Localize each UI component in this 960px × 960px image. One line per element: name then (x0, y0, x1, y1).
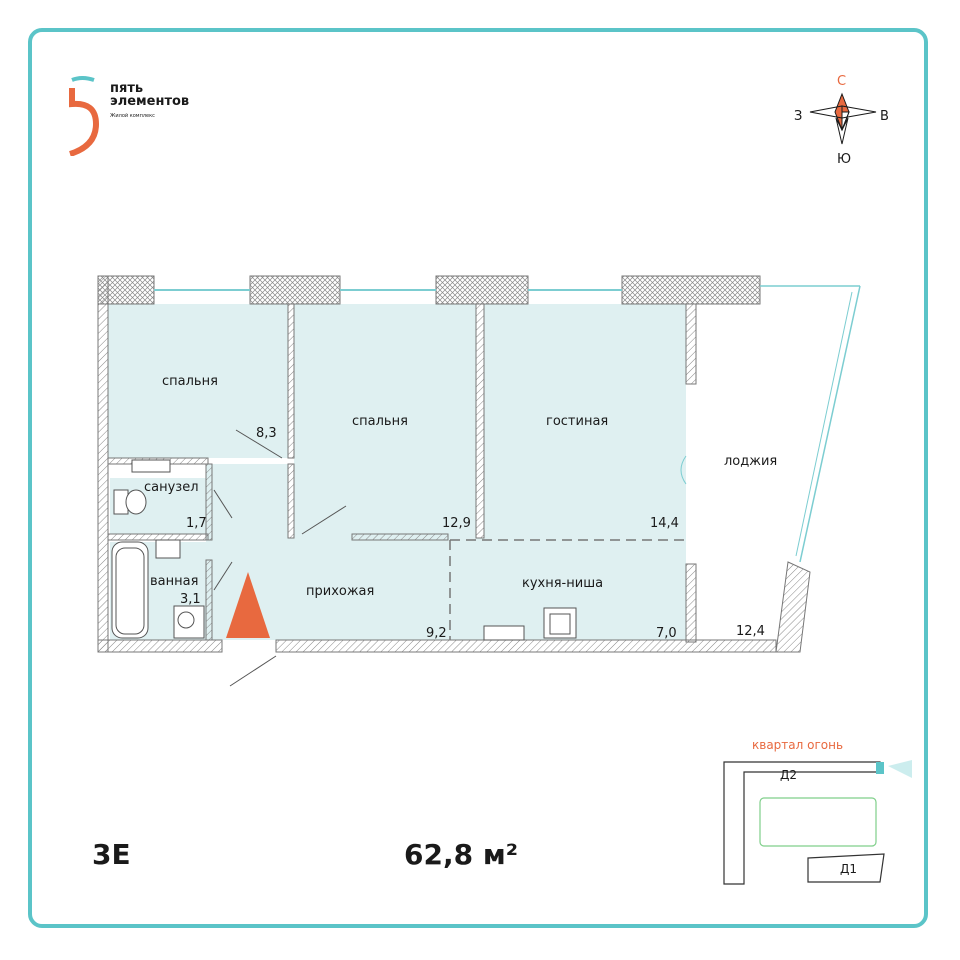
hallway-kitchen-area (206, 464, 686, 640)
brand-name-line1: пять (110, 81, 144, 96)
keyplan-diagram (723, 760, 912, 885)
room-area-loggia: 12,4 (736, 624, 765, 639)
room-area-bath: 3,1 (180, 592, 201, 607)
room-area-wc: 1,7 (186, 516, 207, 531)
room-name-living: гостиная (546, 414, 609, 429)
toilet-icon (125, 489, 147, 515)
brand-name-line2: элементов (110, 94, 190, 109)
room-name-bath: ванная (150, 574, 199, 589)
room-area-hallway: 9,2 (426, 626, 447, 641)
compass-west: З (794, 109, 803, 124)
brand-name: пять элементов Жилой комплекс (110, 82, 189, 123)
bedroom-2-area (294, 304, 476, 538)
entrance-triangle-icon (226, 572, 270, 638)
five-elements-logo-icon (69, 76, 100, 157)
room-name-bedroom-1: спальня (162, 374, 218, 389)
living-room-area (484, 304, 686, 538)
outer-walls (97, 275, 861, 653)
room-area-living: 14,4 (650, 516, 679, 531)
room-name-wc: санузел (144, 480, 199, 495)
kitchen-sink-icon (543, 607, 577, 639)
room-area-bedroom-2: 12,9 (442, 516, 471, 531)
room-name-loggia: лоджия (724, 454, 778, 469)
keyplan-building-d2: Д2 (780, 768, 798, 782)
card-frame (28, 28, 928, 928)
stove-icon (483, 625, 525, 641)
compass-south: Ю (837, 152, 852, 167)
room-name-hallway: прихожая (306, 584, 375, 599)
basin-icon (155, 539, 181, 559)
compass-rose: С Ю З В (790, 72, 900, 172)
bathtub-icon (111, 541, 149, 639)
compass-north: С (837, 74, 847, 89)
keyplan-title: квартал огонь (752, 738, 844, 752)
room-name-kitchen: кухня-ниша (522, 576, 604, 591)
keyplan-building-d1: Д1 (840, 862, 858, 876)
door-swings (213, 429, 687, 687)
bedroom-1-area (108, 304, 288, 458)
compass-east: В (880, 109, 889, 124)
key-plan: квартал огонь Д2 Д1 (700, 736, 920, 896)
sink-counter-icon (131, 459, 171, 473)
room-name-bedroom-2: спальня (352, 414, 408, 429)
room-area-kitchen: 7,0 (656, 626, 677, 641)
apartment-code: 3Е (92, 838, 131, 871)
room-area-bedroom-1: 8,3 (256, 426, 277, 441)
brand-logo: пять элементов Жилой комплекс (66, 76, 189, 160)
room-fills (108, 304, 686, 640)
fixtures (111, 459, 577, 641)
compass-icon (809, 92, 877, 145)
washing-machine-icon (173, 605, 205, 639)
brand-tagline: Жилой комплекс (110, 113, 155, 119)
apartment-total-area: 62,8 м² (404, 838, 518, 871)
